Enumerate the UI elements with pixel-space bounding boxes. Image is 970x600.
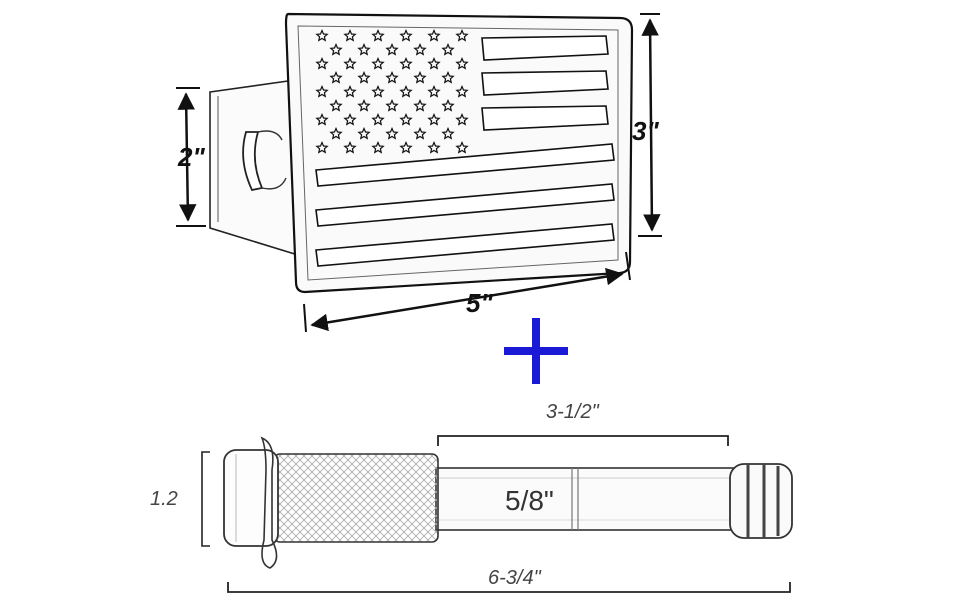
receiver-dimension: 2" [176,87,206,227]
usable-length-label: 3-1/2" [546,401,600,423]
flag-star [441,70,455,84]
flag-star [385,98,399,112]
flag-star [343,28,357,42]
width-label: 5" [466,288,493,318]
width-dimension: 5" [303,251,631,333]
flag-star [413,126,427,140]
flag-star [371,112,385,126]
flag-star [357,42,371,56]
hitch-cover: 3" 2" 5" [176,12,662,333]
flag-star [315,112,329,126]
flag-star [315,84,329,98]
flag-star [385,126,399,140]
flag-star [399,140,413,154]
flag-star [427,56,441,70]
flag-star [399,84,413,98]
flag-star [441,98,455,112]
usable-length-dimension: 3-1/2" [437,401,729,446]
flag-stars [315,28,469,154]
flag-star [455,56,469,70]
head-dimension: 1.2 [150,451,210,547]
flag-star [399,28,413,42]
flag-star [399,112,413,126]
flag-star [329,70,343,84]
total-length-dimension: 6-3/4" [227,567,791,593]
flag-star [385,42,399,56]
flag-star [315,28,329,42]
flag-star [455,140,469,154]
flag-star [455,28,469,42]
flag-star [455,112,469,126]
flag-star [427,84,441,98]
flag-stripe [481,70,609,96]
flag-stripe [315,223,615,267]
flag-star [371,56,385,70]
hitch-pin: 3-1/2" 1.2 5/8" 6-3/4" [150,401,793,593]
flag-star [413,98,427,112]
knurled-grip [273,453,439,543]
flag-star [357,126,371,140]
flag-star [343,140,357,154]
flag-star [371,140,385,154]
flag-stripe [315,143,615,187]
flag-star [427,140,441,154]
flag-stripe [481,35,609,61]
receiver-label: 2" [177,142,205,172]
diameter-label: 5/8" [505,485,554,516]
head-label: 1.2 [150,488,178,510]
flag-star [315,56,329,70]
flag-star [357,70,371,84]
flag-star [441,42,455,56]
pin-shaft [435,467,737,531]
flag-star [399,56,413,70]
flag-stripe [315,183,615,227]
flag-star [427,112,441,126]
flag-star [413,70,427,84]
flag-star [329,42,343,56]
flag-star [329,98,343,112]
lock-head [223,449,279,547]
flag-star [343,112,357,126]
flag-star [315,140,329,154]
height-label: 3" [632,116,659,146]
flag-star [455,84,469,98]
total-length-label: 6-3/4" [488,567,542,589]
flag-star [441,126,455,140]
flag-star [371,28,385,42]
flag-stripe [481,105,609,131]
flag-star [329,126,343,140]
grooved-end [729,463,793,539]
flag-star [427,28,441,42]
flag-stripes [315,35,615,267]
flag-star [343,84,357,98]
flag-star [357,98,371,112]
flag-star [343,56,357,70]
clip-ring [260,436,278,569]
flag-star [371,84,385,98]
flag-star [385,70,399,84]
plus-icon [504,318,568,384]
flag-star [413,42,427,56]
height-dimension: 3" [632,13,662,237]
